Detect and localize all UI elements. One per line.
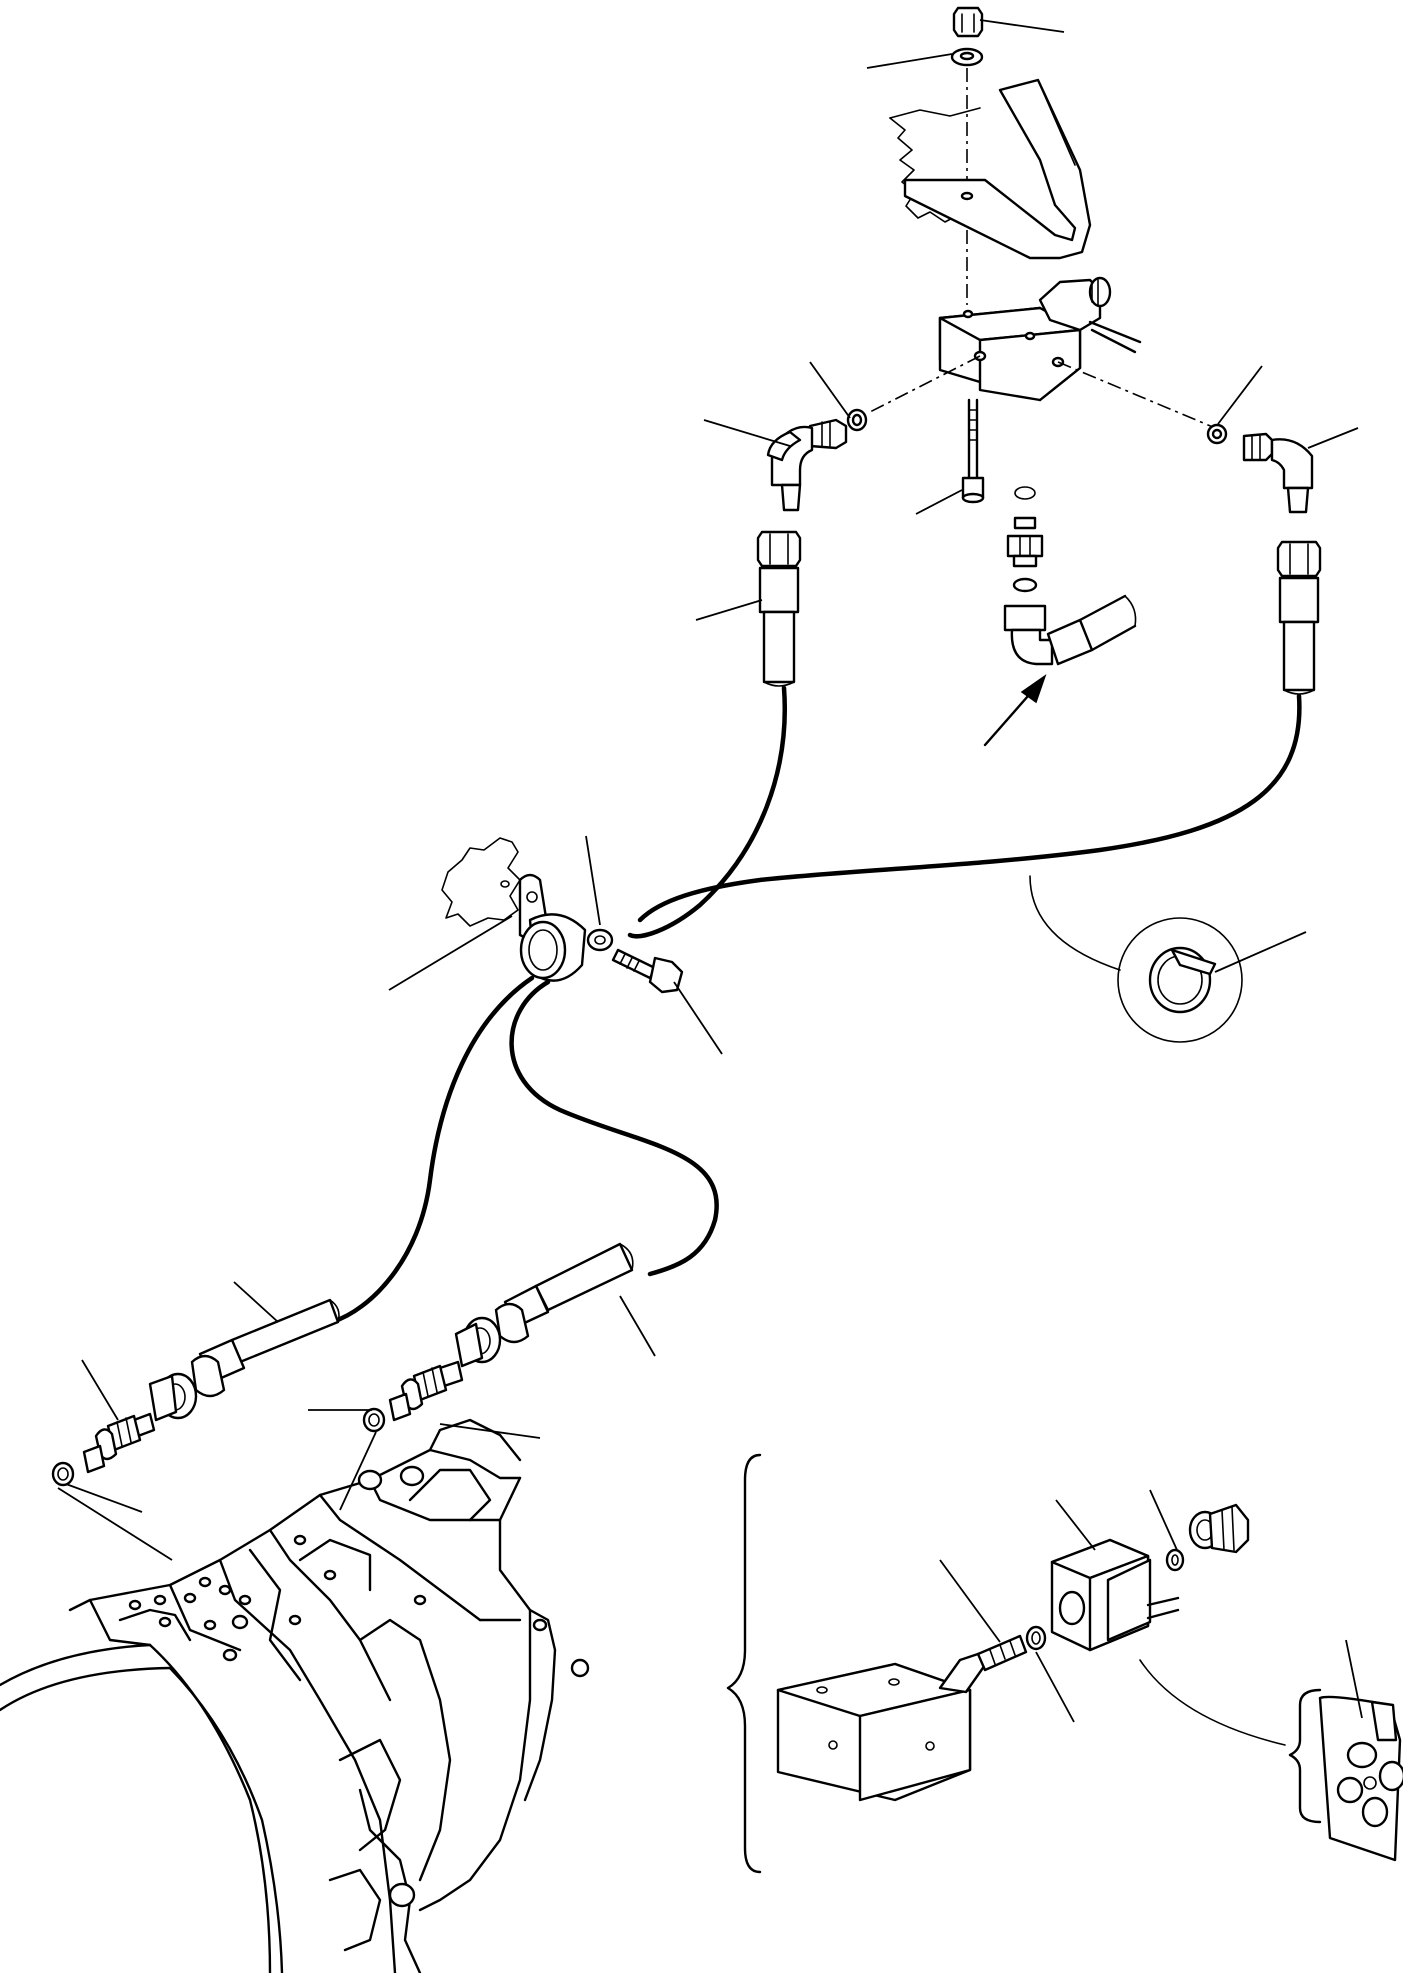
- leader-line: [810, 362, 850, 418]
- left-hose: [630, 688, 785, 936]
- leader-line: [916, 490, 962, 514]
- center-hose-clamp: [442, 838, 612, 981]
- leader-line: [1056, 1500, 1095, 1550]
- leader-line: [620, 1296, 655, 1356]
- left-elbow-fitting: [768, 410, 866, 510]
- top-nut: [954, 8, 982, 36]
- optional-arrow: [985, 676, 1045, 745]
- leader-line: [66, 1484, 142, 1512]
- valve-block: [940, 278, 1140, 400]
- lower-left-hose-end: [150, 1300, 339, 1420]
- left-hose-end: [758, 532, 800, 686]
- mounting-bracket: [905, 80, 1090, 258]
- leader-line: [58, 1488, 172, 1560]
- hose-clip-detail: [1030, 876, 1242, 1042]
- leader-line: [1346, 1640, 1362, 1718]
- leader-line: [1218, 366, 1262, 424]
- leader-line: [1215, 932, 1306, 972]
- leader-line: [674, 982, 722, 1054]
- leader-line: [940, 1560, 1000, 1642]
- lower-left-o-ring: [53, 1463, 73, 1485]
- frame-break-mid: [442, 838, 520, 926]
- top-washer: [952, 49, 982, 65]
- leader-line: [867, 54, 952, 68]
- leader-line: [1308, 428, 1358, 448]
- lower-middle-adapter: [390, 1362, 462, 1420]
- lower-left-adapter: [84, 1414, 154, 1472]
- leader-lines: [58, 20, 1362, 1722]
- leader-line: [1036, 1652, 1074, 1722]
- right-hose-end: [1278, 542, 1320, 694]
- right-elbow-fitting: [1208, 425, 1312, 512]
- right-hose: [640, 696, 1299, 920]
- detail-brace: [728, 1455, 760, 1872]
- leader-line: [389, 916, 512, 990]
- lower-middle-o-ring: [364, 1409, 384, 1431]
- clamp-bolt: [613, 950, 682, 992]
- leader-line: [234, 1282, 278, 1322]
- leader-line: [696, 600, 762, 620]
- lower-hose-b: [512, 982, 717, 1274]
- bracket-mount-assembly: [870, 8, 1220, 502]
- transmission-housing: [0, 1420, 588, 1973]
- leader-line: [440, 1424, 540, 1438]
- lower-middle-hose-end: [456, 1244, 633, 1366]
- leader-line: [586, 836, 600, 925]
- long-bolt: [963, 400, 983, 502]
- optional-fitting-stack: [1005, 487, 1136, 664]
- alternate-valve-detail: [728, 1455, 1248, 1872]
- lower-hose-a: [332, 978, 532, 1322]
- connector-detail: [1140, 1660, 1403, 1860]
- leader-line: [980, 20, 1064, 32]
- leader-line: [1150, 1490, 1177, 1550]
- leader-line: [340, 1432, 376, 1510]
- leader-line: [82, 1360, 118, 1420]
- leader-line: [704, 420, 790, 446]
